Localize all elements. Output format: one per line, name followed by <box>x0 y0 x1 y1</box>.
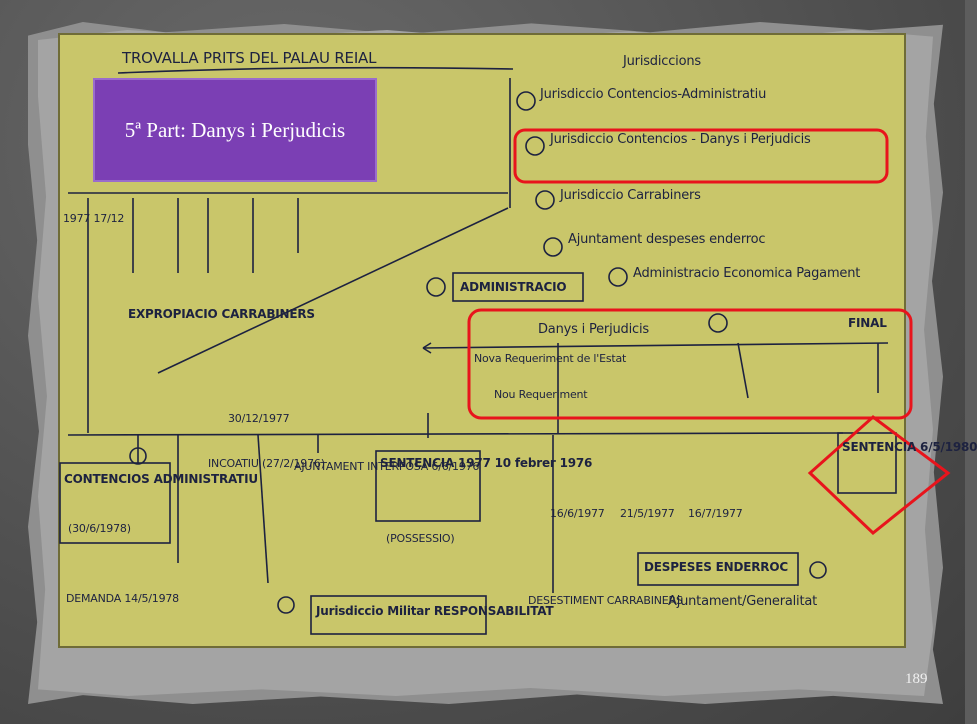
note-date-21-5: 21/5/1977 <box>620 507 675 520</box>
note-ajuntament-gen: Ajuntament/Generalitat <box>668 594 818 609</box>
note-j5: Administracio Economica Pagament <box>633 266 861 281</box>
note-date-16-7: 16/7/1977 <box>688 507 743 520</box>
note-j1: Jurisdiccio Contencios-Administratiu <box>540 87 767 102</box>
page-number: 189 <box>905 671 928 687</box>
slide-title-box: 5ª Part: Danys i Perjudicis <box>93 78 377 182</box>
note-desestiment: DESESTIMENT CARRABINERS <box>528 594 683 607</box>
note-lines <box>59 66 951 635</box>
note-recurs: Nova Requeriment de l'Estat <box>474 352 627 365</box>
note-ineffectiu: INCOATIU (27/2/1976) <box>208 457 325 470</box>
note-respons: Jurisdiccio Militar RESPONSABILITAT <box>316 604 554 618</box>
note-date-16-6: 16/6/1977 <box>550 507 605 520</box>
note-jurisdictions-title: Jurisdiccions <box>623 54 701 69</box>
red-highlights <box>467 128 951 535</box>
note-recurs-sub: Nou Requeriment <box>494 388 588 401</box>
note-contencios: CONTENCIOS ADMINISTRATIU <box>64 472 258 486</box>
note-administracio: ADMINISTRACIO <box>460 280 567 294</box>
note-sentencia-final: SENTENCIA 6/5/1980 <box>842 440 977 454</box>
note-date-1977: 30/12/1977 <box>228 412 290 425</box>
note-dates-top: 1977 17/12 <box>63 212 125 225</box>
note-ajuntament: AJUNTAMENT INTERPOSA 6/6/1976 <box>294 460 480 473</box>
note-top-header: TROVALLA PRITS DEL PALAU REIAL <box>122 49 377 67</box>
note-j3: Jurisdiccio Carrabiners <box>560 188 701 203</box>
note-demanda: DEMANDA 14/5/1978 <box>66 592 179 605</box>
note-final-label: FINAL <box>848 316 887 330</box>
note-despeses: DESPESES ENDERROC <box>644 560 788 574</box>
slide-title: 5ª Part: Danys i Perjudicis <box>124 117 346 142</box>
note-danys-label: Danys i Perjudicis <box>538 322 649 337</box>
note-j4: Ajuntament despeses enderroc <box>568 232 766 247</box>
note-sentencia: SENTENCIA 1977 10 febrer 1976 <box>380 456 593 470</box>
note-sentencia-sub: (POSSESSIO) <box>386 532 455 545</box>
note-j2: Jurisdiccio Contencios - Danys i Perjudi… <box>550 132 811 147</box>
note-expropiacio: EXPROPIACIO CARRABINERS <box>128 307 315 321</box>
note-contencios-date: (30/6/1978) <box>68 522 131 535</box>
